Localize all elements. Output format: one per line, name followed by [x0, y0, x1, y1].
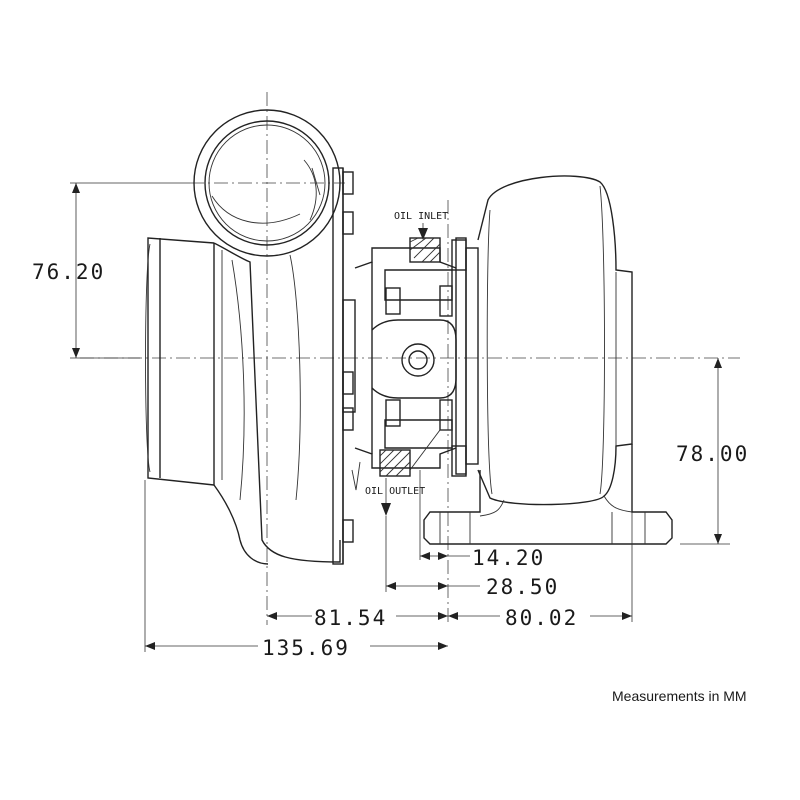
center-housing	[351, 237, 457, 491]
dim-label-80-02: 80.02	[505, 606, 578, 630]
dim-label-78-00: 78.00	[676, 442, 749, 466]
dimension-78-00: 78.00	[676, 358, 749, 545]
dim-label-14-20: 14.20	[472, 546, 545, 570]
dim-label-28-50: 28.50	[486, 575, 559, 599]
dim-label-81-54: 81.54	[314, 606, 387, 630]
dimension-28-50: 28.50	[385, 516, 559, 599]
turbine-housing	[423, 175, 673, 545]
oil-inlet-callout: OIL INLET	[394, 211, 448, 240]
dimension-135-69: 135.69	[144, 480, 448, 660]
center-lines	[80, 92, 740, 625]
units-footnote: Measurements in MM	[612, 688, 747, 704]
dimension-81-54-80-02: 81.54 80.02	[267, 512, 633, 630]
oil-inlet-arrow-icon	[418, 228, 428, 240]
dim-label-76-20: 76.20	[32, 260, 105, 284]
oil-outlet-callout: OIL OUTLET	[365, 478, 425, 516]
compressor-housing	[145, 109, 356, 565]
oil-outlet-label: OIL OUTLET	[365, 486, 425, 497]
oil-outlet-arrow-icon	[381, 503, 391, 516]
dimension-14-20: 14.20	[419, 470, 545, 570]
dimension-76-20: 76.20	[32, 182, 190, 359]
dim-label-135-69: 135.69	[262, 636, 350, 660]
oil-inlet-label: OIL INLET	[394, 211, 448, 222]
